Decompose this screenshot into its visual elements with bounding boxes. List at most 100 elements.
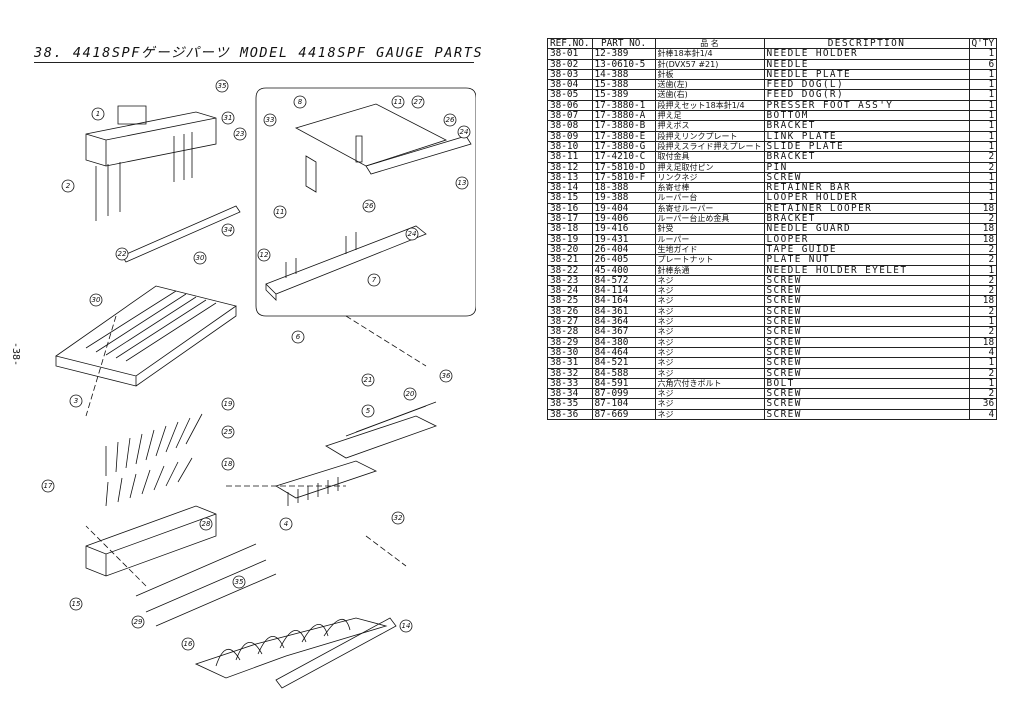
cell-qty: 2 xyxy=(968,243,998,256)
cell-qty: 1 xyxy=(968,130,998,142)
cell-part-no: 84-588 xyxy=(591,367,656,379)
callout-22: 22 xyxy=(118,250,127,258)
presser-foot-bottom-drawing xyxy=(265,225,427,301)
cell-part-no: 17-3880-E xyxy=(591,130,656,142)
cell-japanese-name: 生地ガイド xyxy=(654,243,765,256)
cell-ref-no: 38-31 xyxy=(547,357,593,369)
cell-part-no: 84-364 xyxy=(591,316,656,328)
cell-description: SCREW xyxy=(763,316,970,328)
cell-description: NEEDLE HOLDER EYELET xyxy=(763,264,970,276)
retainer-bar-drawing xyxy=(121,205,241,263)
cell-qty: 2 xyxy=(968,367,998,379)
callout-34: 34 xyxy=(224,226,233,234)
callout-15: 15 xyxy=(72,600,81,608)
cell-japanese-name: ネジ xyxy=(654,408,765,420)
cell-part-no: 19-404 xyxy=(591,202,656,215)
callout-6: 6 xyxy=(296,333,301,341)
cell-description: BRACKET xyxy=(763,213,970,225)
cell-part-no: 87-104 xyxy=(591,398,656,410)
cell-qty: 2 xyxy=(968,326,998,338)
cell-part-no: 84-361 xyxy=(591,305,656,318)
cell-description: SCREW xyxy=(763,408,970,420)
cell-japanese-name: ルーパー台 xyxy=(654,192,765,204)
cell-description: NEEDLE xyxy=(763,58,970,70)
cell-ref-no: 38-20 xyxy=(547,243,593,256)
cell-japanese-name: ネジ xyxy=(654,274,765,287)
cell-ref-no: 38-23 xyxy=(547,274,593,287)
cell-japanese-name: ネジ xyxy=(654,295,765,307)
cell-japanese-name: 段押えリンクプレート xyxy=(654,130,765,142)
cell-part-no: 13-0610-5 xyxy=(591,58,656,70)
cell-part-no: 26-404 xyxy=(591,243,656,256)
callout-26: 26 xyxy=(446,116,455,124)
cell-description: NEEDLE HOLDER xyxy=(763,48,970,60)
cell-description: SCREW xyxy=(763,305,970,318)
cell-description: SLIDE PLATE xyxy=(763,140,970,153)
cell-part-no: 26-405 xyxy=(591,254,656,266)
header-ref-no: REF.NO. xyxy=(547,37,593,50)
cell-qty: 1 xyxy=(968,110,998,122)
cell-ref-no: 38-32 xyxy=(547,367,593,379)
page-number: -38- xyxy=(10,342,21,367)
cell-ref-no: 38-04 xyxy=(547,79,593,91)
cell-qty: 1 xyxy=(968,264,998,276)
cell-japanese-name: 針(DVX57 #21) xyxy=(654,58,765,70)
cell-japanese-name: 取付金具 xyxy=(654,151,765,163)
cell-description: SCREW xyxy=(763,326,970,338)
callout-17: 17 xyxy=(44,482,53,490)
cell-ref-no: 38-27 xyxy=(547,316,593,328)
feed-dog-left-drawing xyxy=(275,460,378,499)
callout-26b: 26 xyxy=(365,202,374,210)
cell-ref-no: 38-19 xyxy=(547,233,593,245)
callout-19: 19 xyxy=(224,400,233,408)
header-part-no: PART NO. xyxy=(591,37,656,50)
cell-ref-no: 38-24 xyxy=(547,285,593,297)
cell-japanese-name: 送歯(右) xyxy=(654,89,765,101)
cell-part-no: 15-389 xyxy=(591,89,656,101)
cell-ref-no: 38-14 xyxy=(547,182,593,194)
cell-ref-no: 38-17 xyxy=(547,213,593,225)
callout-16: 16 xyxy=(184,640,193,648)
cell-part-no: 17-3880-1 xyxy=(591,99,656,112)
cell-part-no: 12-389 xyxy=(591,48,656,60)
cell-qty: 1 xyxy=(968,140,998,153)
cell-japanese-name: リンクネジ xyxy=(654,171,765,184)
cell-qty: 18 xyxy=(968,295,998,307)
cell-qty: 1 xyxy=(968,192,998,204)
cell-japanese-name: ネジ xyxy=(654,357,765,369)
cell-ref-no: 38-11 xyxy=(547,151,593,163)
cell-part-no: 17-3880-A xyxy=(591,110,656,122)
cell-description: SCREW xyxy=(763,336,970,348)
callout-32: 32 xyxy=(394,514,403,522)
cell-ref-no: 38-13 xyxy=(547,171,593,184)
cell-part-no: 19-416 xyxy=(591,223,656,235)
callout-28: 28 xyxy=(202,520,211,528)
cell-japanese-name: ネジ xyxy=(654,398,765,410)
cell-japanese-name: ネジ xyxy=(654,336,765,348)
cell-description: SCREW xyxy=(763,367,970,379)
link-plate-drawing xyxy=(294,103,448,167)
cell-part-no: 18-388 xyxy=(591,182,656,194)
cell-japanese-name: 糸寄せ棒 xyxy=(654,182,765,194)
cell-qty: 2 xyxy=(968,151,998,163)
cell-description: FEED DOG(L) xyxy=(763,79,970,91)
cell-ref-no: 38-05 xyxy=(547,89,593,101)
callout-29: 29 xyxy=(134,618,143,626)
cell-description: SCREW xyxy=(763,274,970,287)
